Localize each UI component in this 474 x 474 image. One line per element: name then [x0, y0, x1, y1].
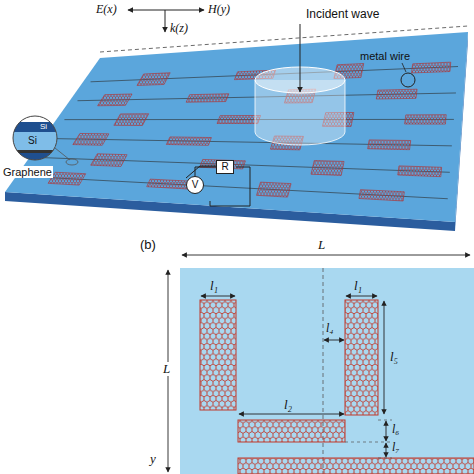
graphene-strips [25, 62, 458, 201]
cross-section-inset [10, 116, 78, 165]
incident-wave [255, 24, 345, 145]
field-axes [128, 10, 204, 32]
wire-connector [195, 167, 216, 176]
label: E(x) [96, 3, 117, 16]
unit-cell [180, 268, 474, 474]
label: l₇ [392, 441, 400, 454]
label: y [150, 452, 156, 466]
label: metal wire [360, 50, 410, 62]
label: Si [28, 135, 37, 146]
dashed-edge [100, 26, 468, 52]
node-text: R [221, 162, 228, 172]
wire-callout [401, 73, 415, 87]
label: l₄ [326, 322, 334, 335]
label: k(z) [170, 22, 188, 35]
label: l₅ [390, 350, 398, 364]
node-text: V [192, 180, 199, 190]
label: Si [40, 123, 47, 132]
label: (b) [140, 238, 156, 252]
label: l₂ [284, 398, 292, 412]
label: H(y) [208, 3, 230, 16]
label: l₁ [210, 279, 218, 293]
label: Graphene [2, 166, 53, 178]
label: l₁ [354, 279, 362, 293]
label: L [162, 362, 171, 376]
label: L [318, 238, 325, 252]
label: l₆ [392, 423, 400, 436]
resistor-symbol: R [216, 160, 234, 174]
label: Incident wave [306, 8, 379, 21]
voltmeter-symbol: V [186, 176, 204, 194]
dimension-lines [168, 255, 470, 472]
slab-top [5, 32, 468, 222]
